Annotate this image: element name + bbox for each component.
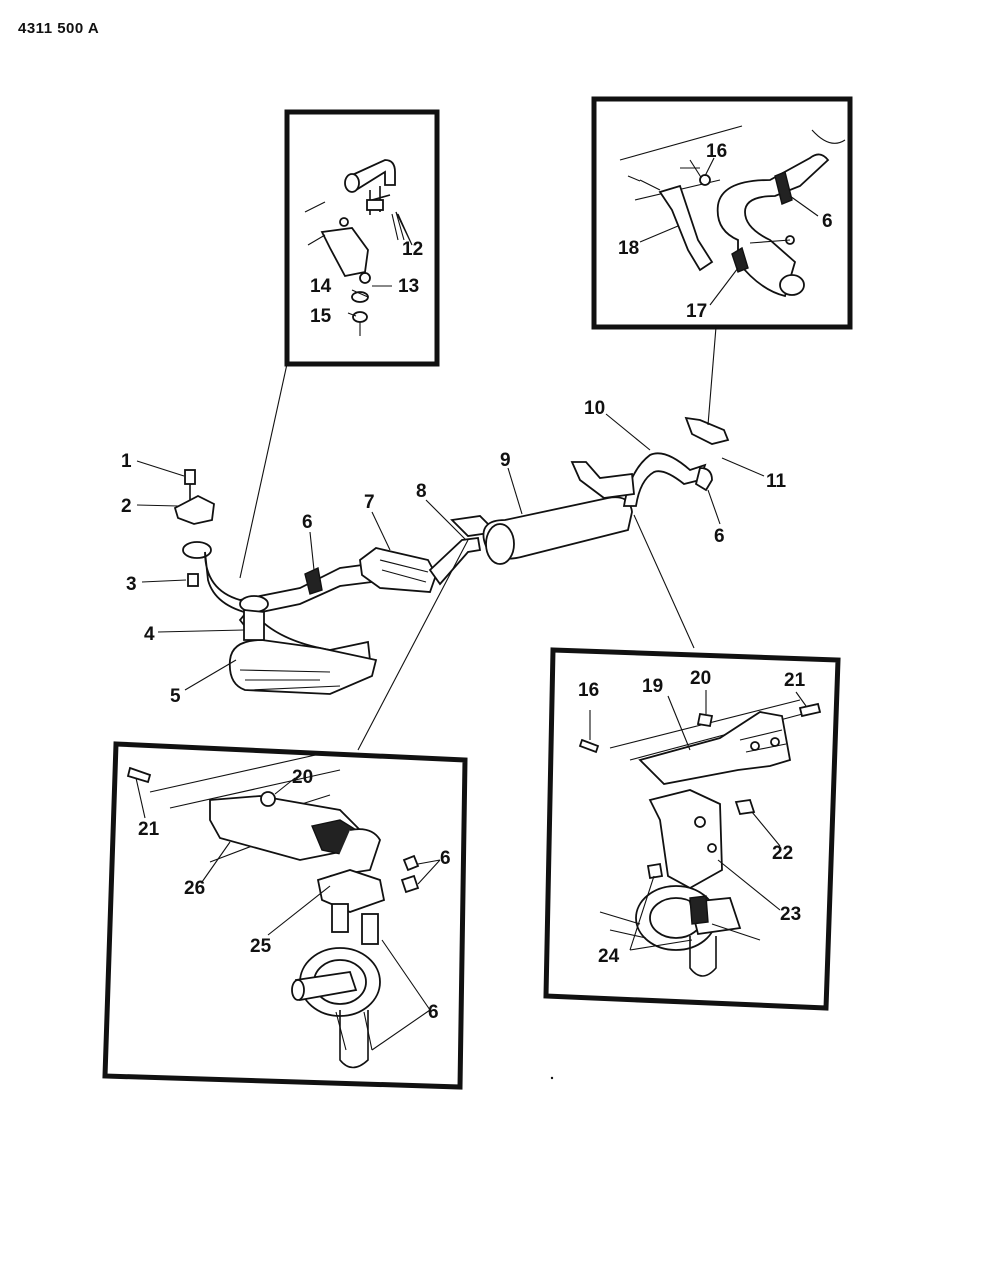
callout-24: 24 [598, 946, 620, 967]
callout-5: 5 [170, 686, 181, 707]
callout-13: 13 [398, 276, 419, 297]
callout-17: 17 [686, 301, 707, 322]
callout-16-top: 16 [706, 141, 727, 162]
callout-8: 8 [416, 481, 427, 502]
callout-12: 12 [402, 239, 423, 260]
detail-box-muffler-support [543, 647, 841, 1011]
callout-4: 4 [144, 624, 155, 645]
callout-21-right: 21 [784, 670, 806, 691]
callout-9: 9 [500, 450, 511, 471]
callout-6-front-pipe: 6 [302, 512, 313, 533]
callout-14: 14 [310, 276, 332, 297]
callout-10: 10 [584, 398, 605, 419]
callout-labels: 1 2 3 4 5 6 7 8 9 10 11 6 12 13 14 15 16… [121, 141, 833, 1023]
leader-lines [135, 157, 819, 1051]
callout-15: 15 [310, 306, 332, 327]
callout-3: 3 [126, 574, 137, 595]
callout-26: 26 [184, 878, 205, 899]
callout-6-tailpipe: 6 [714, 526, 725, 547]
callout-6-detail-b: 6 [822, 211, 833, 232]
callout-16-detail-d: 16 [578, 680, 599, 701]
callout-18: 18 [618, 238, 639, 259]
callout-6-detail-c-top: 6 [440, 848, 451, 869]
callout-7: 7 [364, 492, 375, 513]
detail-box-muffler-hanger [102, 741, 468, 1090]
detail-box-tailpipe-hanger [591, 96, 853, 330]
callout-11: 11 [766, 471, 787, 492]
main-exhaust-assembly [173, 416, 730, 695]
callout-21-left: 21 [138, 819, 160, 840]
page-code: 4311 500 A [18, 20, 100, 37]
callout-22: 22 [772, 843, 793, 864]
callout-2: 2 [121, 496, 132, 517]
callout-20-left: 20 [292, 767, 313, 788]
callout-23: 23 [780, 904, 801, 925]
callout-25: 25 [250, 936, 272, 957]
callout-20-right: 20 [690, 668, 711, 689]
callout-19: 19 [642, 676, 663, 697]
callout-1: 1 [121, 451, 132, 472]
callout-6-detail-c-bottom: 6 [428, 1002, 439, 1023]
detail-box-hanger-front [284, 109, 440, 367]
